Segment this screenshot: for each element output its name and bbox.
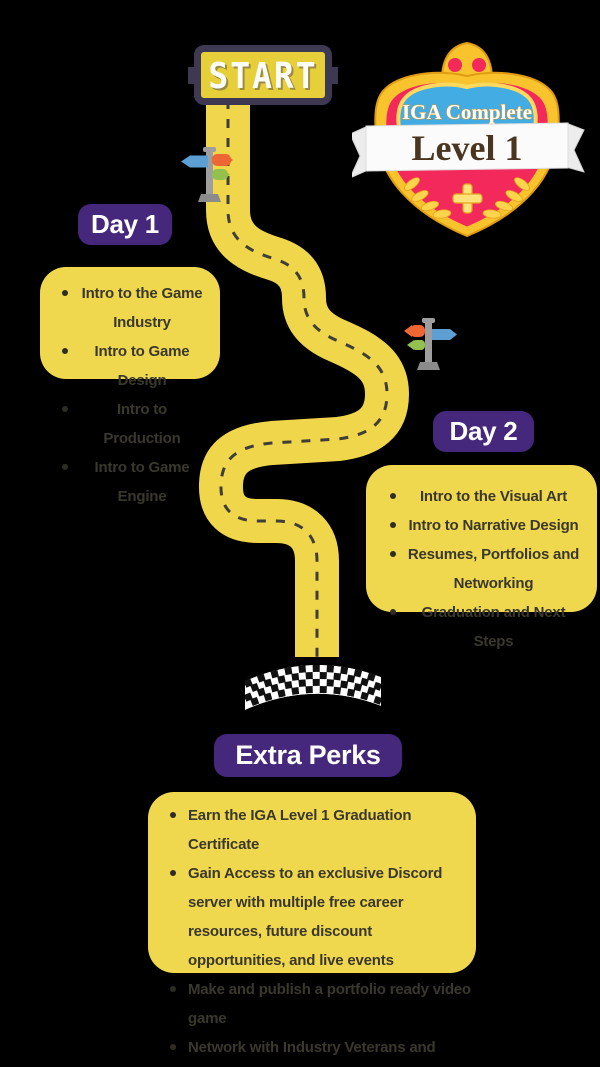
list-item: Resumes, Portfolios and Networking xyxy=(376,540,587,598)
badge-level-text: Level 1 xyxy=(412,128,523,168)
level-badge-icon: IGA Complete Level 1 xyxy=(352,41,585,238)
start-sign-label: START xyxy=(208,53,318,97)
day1-label: Day 1 xyxy=(91,209,159,239)
day2-header: Day 2 xyxy=(433,411,534,452)
badge-laurel xyxy=(404,177,530,219)
badge-banner-text: IGA Complete xyxy=(402,100,532,124)
list-item: Gain Access to an exclusive Discord serv… xyxy=(152,859,474,975)
list-item: Intro to Game Design xyxy=(48,337,212,395)
list-item: Graduation and Next Steps xyxy=(376,598,587,656)
day2-label: Day 2 xyxy=(449,416,518,446)
road-center-line xyxy=(219,100,389,657)
list-item: Make and publish a portfolio ready video… xyxy=(152,975,474,1033)
extra-perks-list: Earn the IGA Level 1 Graduation Certific… xyxy=(152,801,474,1067)
list-item: Intro to Production xyxy=(48,395,212,453)
badge-cross-icon xyxy=(452,183,483,214)
badge-ribbon: Level 1 xyxy=(352,122,585,178)
list-item: Network with Industry Veterans and other… xyxy=(152,1033,474,1067)
signpost-icon-left xyxy=(181,147,233,202)
list-item: Intro to the Game Industry xyxy=(48,279,212,337)
signpost-icon-right xyxy=(404,318,457,370)
day1-header: Day 1 xyxy=(78,204,172,245)
list-item: Earn the IGA Level 1 Graduation Certific… xyxy=(152,801,474,859)
start-sign: START xyxy=(188,45,338,105)
checkered-finish-banner-icon xyxy=(245,664,381,710)
list-item: Intro to Narrative Design xyxy=(376,511,587,540)
extra-perks-header: Extra Perks xyxy=(214,734,402,777)
list-item: Intro to Game Engine xyxy=(48,453,212,511)
list-item: Intro to the Visual Art xyxy=(376,482,587,511)
extra-perks-label: Extra Perks xyxy=(235,740,381,770)
extra-perks-card: Earn the IGA Level 1 Graduation Certific… xyxy=(148,792,476,1056)
